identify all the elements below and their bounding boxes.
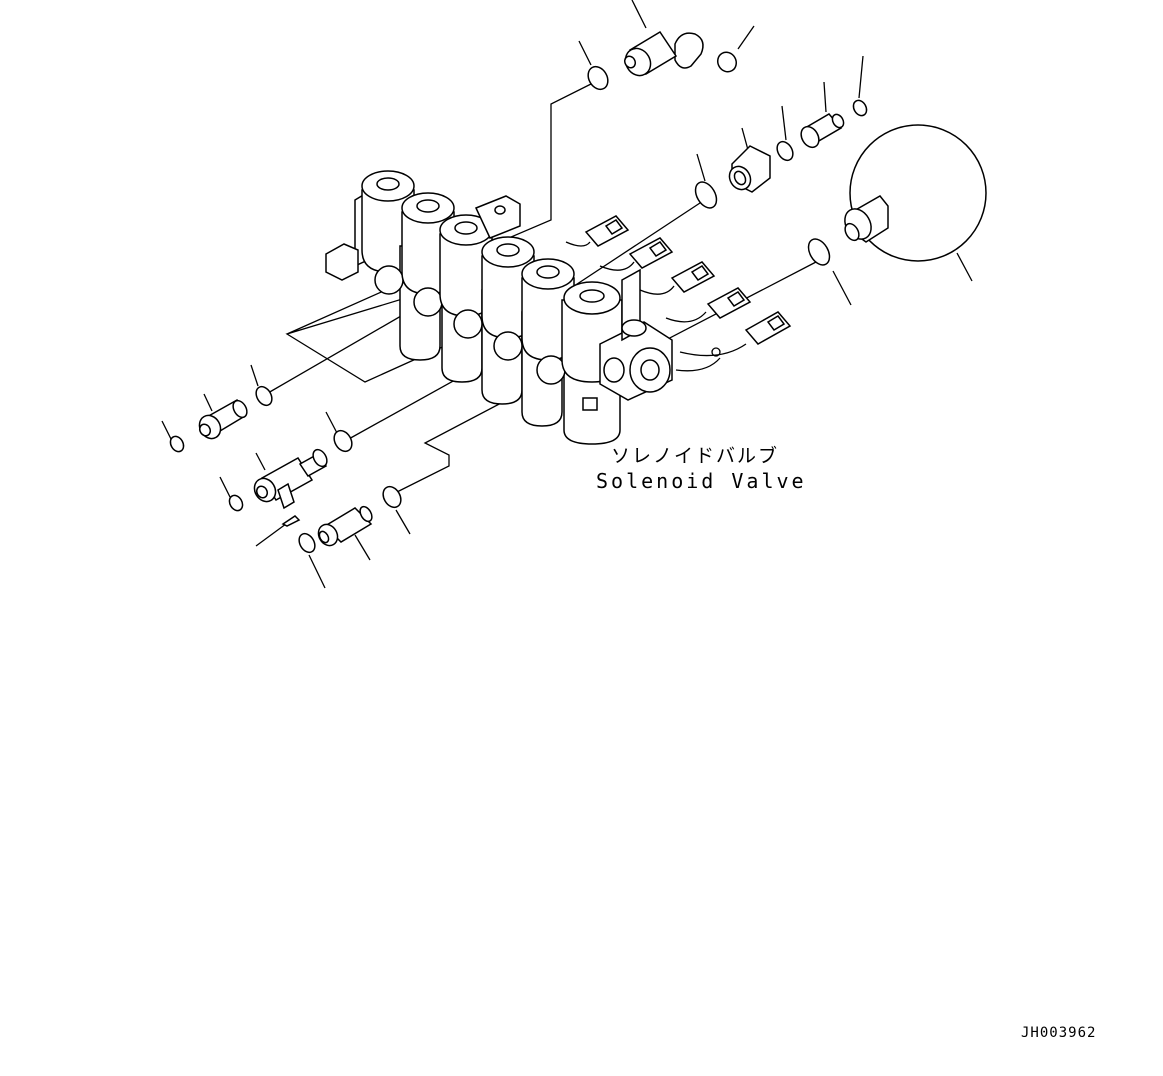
solenoid-valve-label-en: Solenoid Valve xyxy=(596,469,807,493)
hex-fitting xyxy=(728,145,771,193)
o-rings xyxy=(169,51,868,554)
elbow-fitting xyxy=(623,30,704,77)
solenoid-valve-label-jp: ソレノイドバルブ xyxy=(611,445,780,467)
fitting-left-1 xyxy=(198,398,248,440)
solenoid-valve-assembly xyxy=(325,170,673,445)
fitting-left-3 xyxy=(317,505,373,547)
tee-fitting xyxy=(253,448,328,510)
wire-connectors xyxy=(565,215,792,372)
fitting-upper-right xyxy=(800,113,845,149)
drawing-code: JH003962 xyxy=(1021,1025,1097,1041)
detail-callout xyxy=(844,124,987,262)
